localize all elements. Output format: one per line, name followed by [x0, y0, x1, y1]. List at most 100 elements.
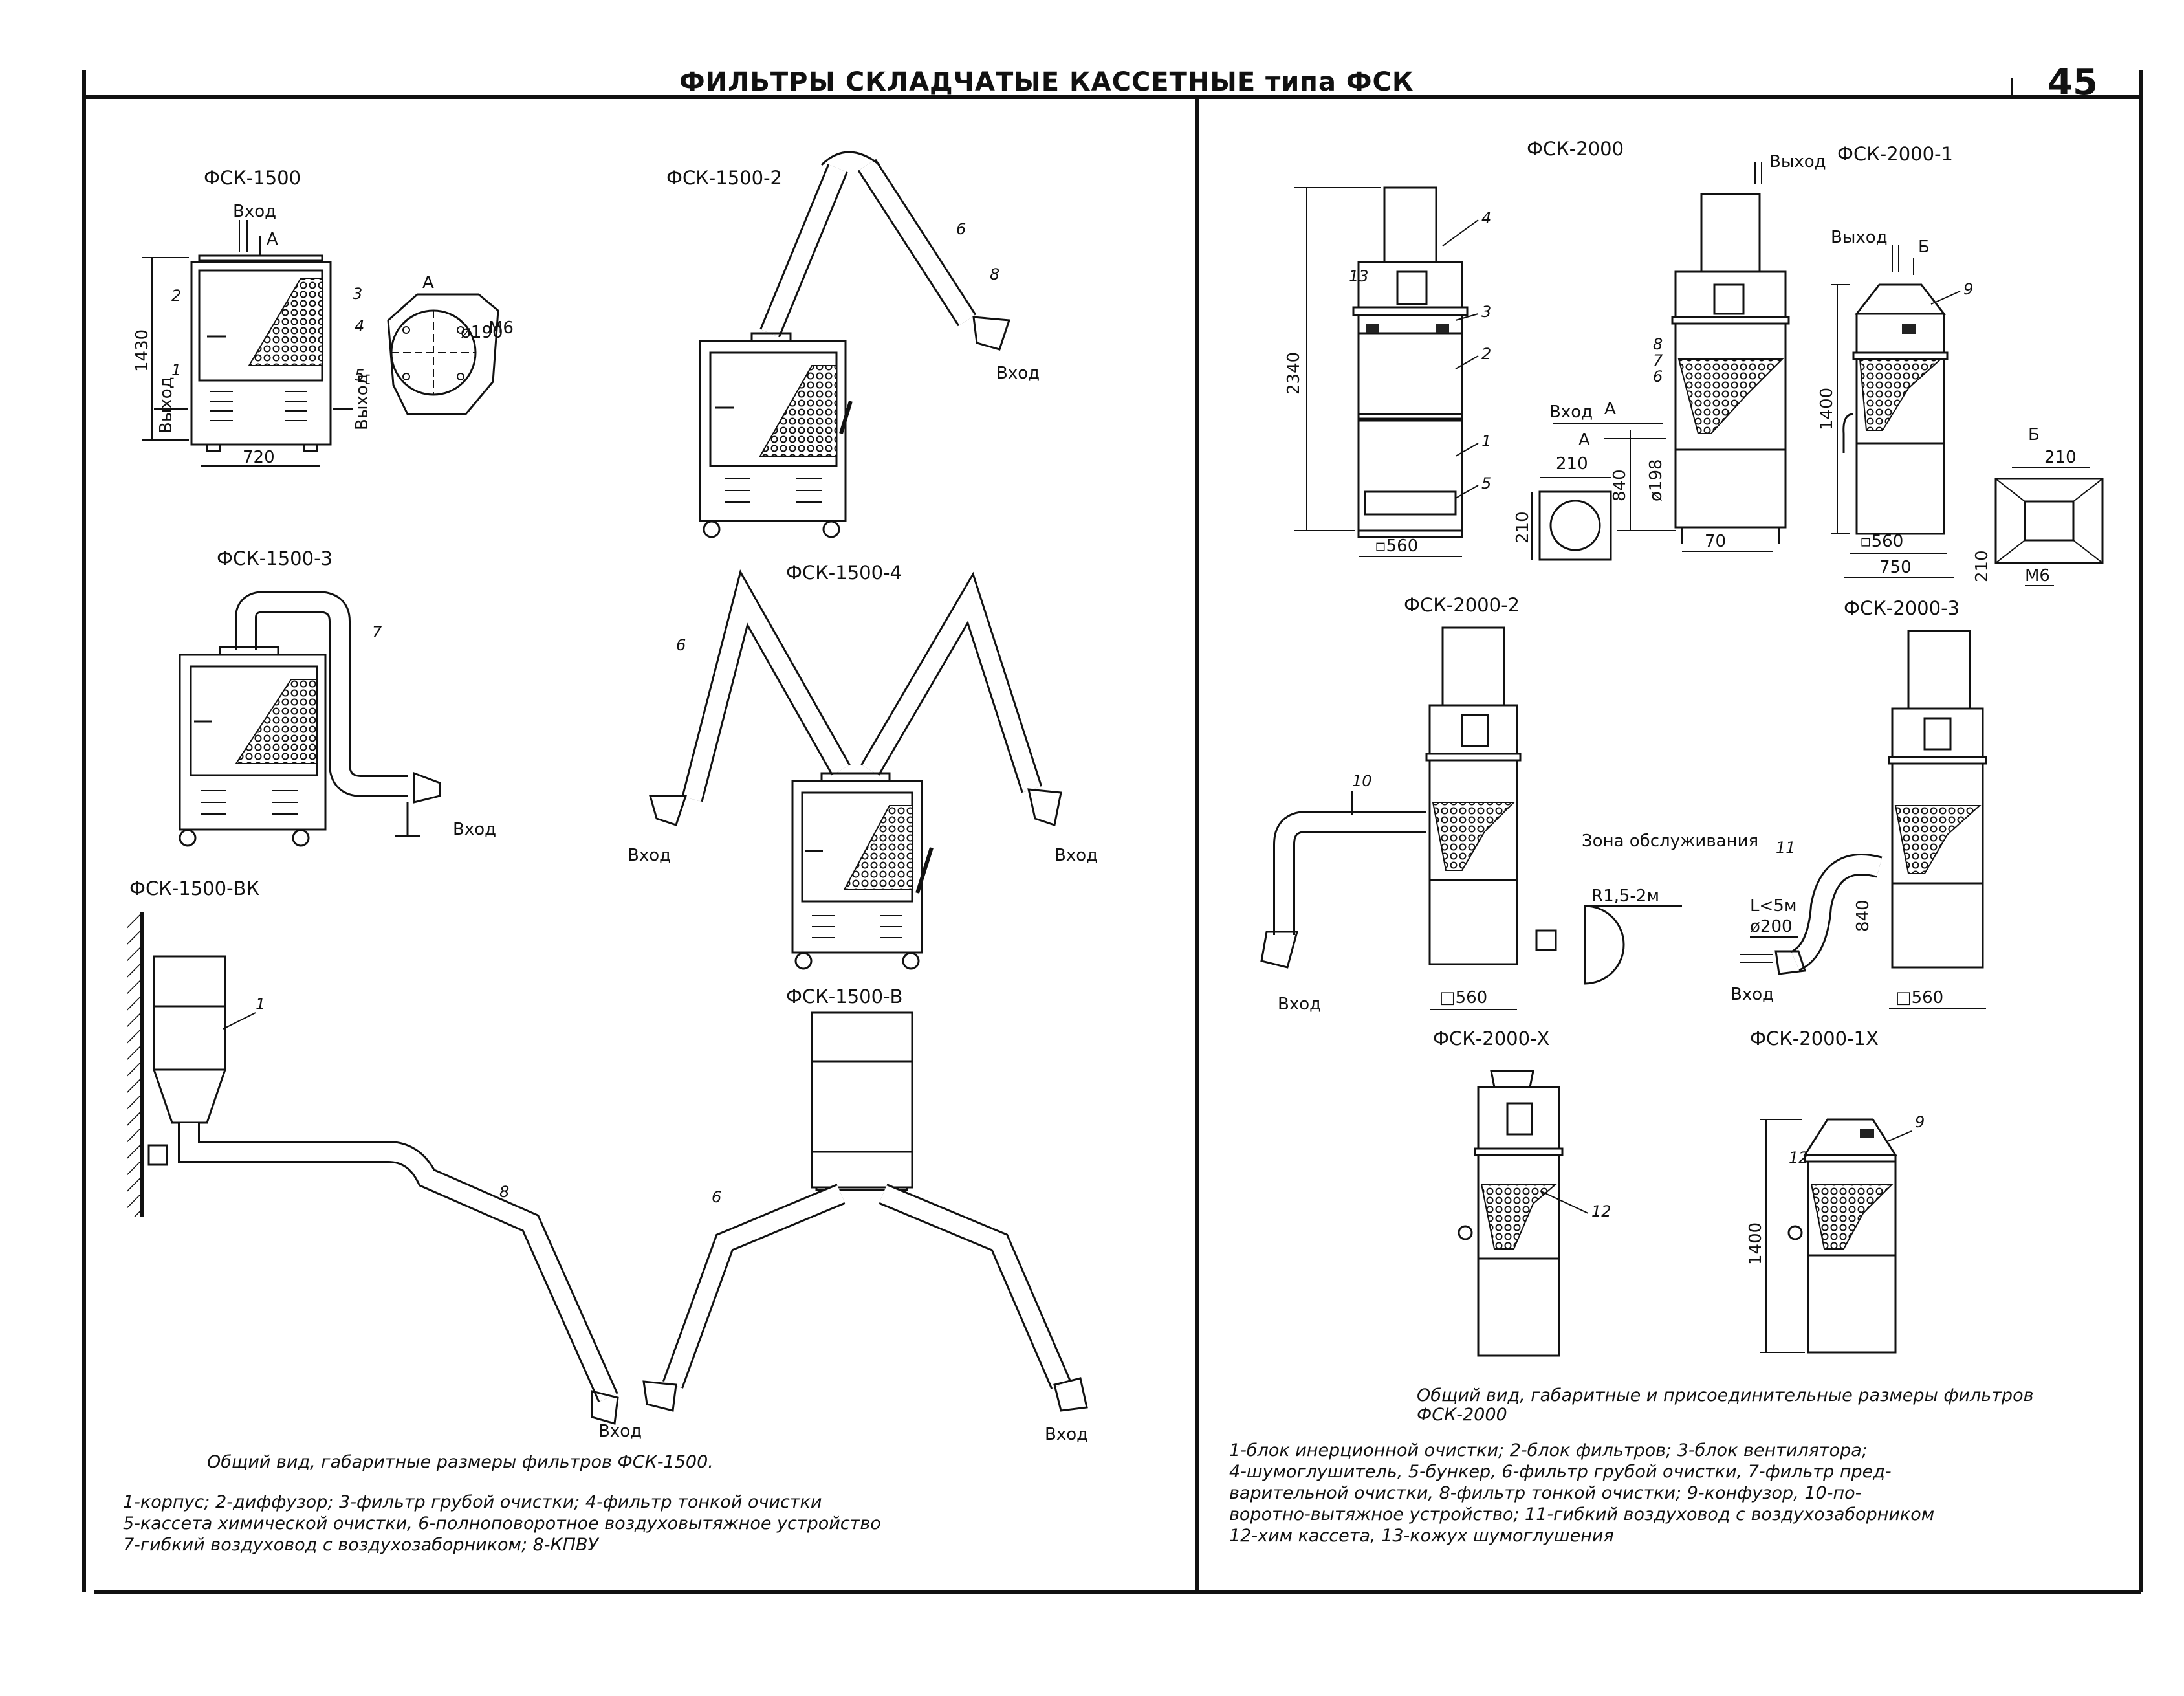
frame	[82, 70, 2143, 1594]
fsk2000-side-num-6: 6	[1653, 368, 1663, 386]
fsk2000-1-base: ▫560	[1860, 532, 1903, 551]
right-legend-2: 4-шумоглушитель, 5-бункер, 6-фильтр груб…	[1229, 1462, 1892, 1482]
fsk1500-4-inlet-left: Вход	[628, 846, 671, 865]
right-legend-3: варительной очистки, 8-фильтр тонкой очи…	[1229, 1483, 1861, 1503]
fsk1500-2-inlet: Вход	[996, 364, 1040, 383]
fsk2000-num-1: 1	[1481, 432, 1491, 450]
fsk2000-1-num-9: 9	[1963, 280, 1973, 298]
fsk1500-2-num-8: 8	[990, 265, 999, 283]
fsk2000-view-a2: А	[1578, 430, 1590, 450]
fsk1500-4-view: ФСК-1500-4 6 Вход Вход	[628, 562, 1098, 970]
right-legend-1: 1-блок инерционной очистки; 2-блок фильт…	[1229, 1440, 1868, 1460]
fsk1500-detail-a: А ø190 M6	[387, 273, 514, 415]
fsk2000-side-view: Выход 8 7 6 Вход А А 840 ø198 70 210 210	[1513, 152, 1826, 561]
fsk1500-3-view: ФСК-1500-3 7 Вход	[179, 547, 496, 847]
fsk1500-inlet-label: Вход	[233, 202, 276, 221]
left-legend-3: 7-гибкий воздуховод с воздухозаборником;…	[123, 1535, 599, 1555]
fsk1500-2-view: ФСК-1500-2 6 8 Вход	[666, 151, 1040, 538]
fsk2000-dim-210a: 210	[1556, 454, 1588, 474]
fsk2000-view-a: А	[1604, 399, 1616, 419]
fsk2000-1-view: ФСК-2000-1 Выход Б 9 1400 ▫560 750	[1817, 143, 1973, 578]
fsk1500-width: 720	[243, 448, 275, 467]
page-number: 45	[2047, 61, 2098, 104]
right-caption-1: Общий вид, габаритные и присоединительны…	[1417, 1385, 2034, 1405]
fsk2000-num-2: 2	[1481, 345, 1491, 363]
fsk2000-1x-height: 1400	[1746, 1222, 1765, 1265]
fsk2000-x-num-12: 12	[1591, 1202, 1611, 1220]
fsk2000-3-view: ФСК-2000-3 11 L<5м ø200 840 Вход □560	[1731, 597, 1987, 1009]
fsk1500-vk-inlet: Вход	[598, 1422, 642, 1441]
fsk2000-2-inlet: Вход	[1278, 995, 1321, 1014]
fsk1500-num-1: 1	[171, 361, 181, 379]
detail-b-width: 210	[2044, 448, 2077, 467]
fsk2000-1-width: 750	[1879, 558, 1912, 577]
fsk2000-1-height: 1400	[1817, 388, 1837, 430]
detail-b-title: Б	[2028, 425, 2040, 445]
fsk2000-1-view-b: Б	[1918, 237, 1930, 257]
fsk1500-3-inlet: Вход	[453, 820, 496, 839]
fsk1500-num-2: 2	[171, 287, 181, 305]
fsk2000-1-detail-b: Б 210 210 M6	[1972, 425, 2104, 586]
fsk1500-view: ФСК-1500 Вход А 1430 720 2 1 3 4 5 Выход…	[133, 167, 372, 467]
fsk1500-num-5: 5	[355, 366, 364, 384]
fsk1500-num-4: 4	[355, 317, 364, 335]
fsk1500-title: ФСК-1500	[204, 167, 301, 189]
fsk2000-3-len: L<5м	[1750, 896, 1796, 916]
fsk2000-view: ФСК-2000 2340 ▫560 13 4 3 2 1 5	[1284, 138, 1624, 557]
fsk2000-num-13: 13	[1349, 267, 1369, 285]
fsk2000-dim-70: 70	[1705, 532, 1726, 551]
sheet-title: ФИЛЬТРЫ СКЛАДЧАТЫЕ КАССЕТНЫЕ типа ФСК	[679, 67, 1414, 97]
fsk1500-v-num-6: 6	[712, 1188, 721, 1206]
left-legend-2: 5-кассета химической очистки, 6-полнопов…	[123, 1514, 881, 1534]
left-legend-1: 1-корпус; 2-диффузор; 3-фильтр грубой оч…	[123, 1492, 822, 1512]
fsk2000-x-title: ФСК-2000-Х	[1433, 1028, 1549, 1050]
fsk2000-num-3: 3	[1481, 303, 1491, 321]
fsk2000-3-num-11: 11	[1776, 839, 1796, 857]
fsk2000-3-inlet: Вход	[1731, 985, 1774, 1004]
detail-b-height: 210	[1972, 550, 1992, 582]
fsk1500-4-title: ФСК-1500-4	[786, 562, 902, 584]
fsk2000-dim-d198: ø198	[1646, 459, 1666, 501]
fsk1500-4-inlet-right: Вход	[1054, 846, 1098, 865]
fsk1500-3-title: ФСК-1500-3	[217, 547, 333, 569]
fsk2000-3-dim-840: 840	[1853, 899, 1873, 932]
fsk1500-vk-num-8: 8	[499, 1183, 509, 1201]
fsk2000-dim-210b: 210	[1513, 511, 1533, 544]
fsk2000-2-radius: R1,5-2м	[1591, 887, 1659, 906]
fsk2000-3-title: ФСК-2000-3	[1844, 597, 1960, 619]
fsk2000-2-num-10: 10	[1352, 772, 1372, 790]
fsk2000-1-title: ФСК-2000-1	[1837, 143, 1953, 165]
right-caption-2: ФСК-2000	[1417, 1405, 1507, 1425]
detail-b-thread: M6	[2025, 566, 2050, 586]
fsk1500-3-num-7: 7	[372, 623, 382, 641]
fsk1500-outlet-right: Выход	[353, 373, 372, 430]
fsk2000-outlet: Выход	[1769, 152, 1826, 171]
fsk2000-num-4: 4	[1481, 209, 1491, 227]
fsk1500-height: 1430	[133, 329, 152, 372]
fsk2000-3-diam: ø200	[1750, 917, 1793, 936]
fsk2000-height: 2340	[1284, 352, 1304, 395]
fsk1500-v-view: ФСК-1500-В 6 Вход	[642, 986, 1088, 1444]
fsk1500-view-a: А	[267, 230, 278, 249]
fsk2000-1-outlet: Выход	[1831, 228, 1888, 247]
fsk2000-side-num-7: 7	[1653, 351, 1663, 369]
fsk2000-x-view: ФСК-2000-Х 12	[1433, 1028, 1611, 1357]
fsk1500-outlet-left: Выход	[157, 377, 176, 434]
fsk1500-vk-title: ФСК-1500-ВК	[129, 877, 259, 899]
fsk2000-1x-title: ФСК-2000-1Х	[1750, 1028, 1879, 1050]
fsk2000-base: ▫560	[1375, 536, 1418, 556]
fsk2000-2-title: ФСК-2000-2	[1404, 594, 1520, 616]
fsk1500-v-inlet: Вход	[1045, 1425, 1088, 1444]
fsk1500-vk-num-1: 1	[256, 995, 265, 1013]
fsk2000-1x-num-12: 12	[1789, 1149, 1809, 1167]
fsk2000-2-view: ФСК-2000-2 10 Вход □560 Зона обслуживани…	[1260, 594, 1758, 1014]
fsk2000-3-base: □560	[1895, 988, 1943, 1008]
fsk1500-4-num-6: 6	[676, 636, 686, 654]
fsk2000-2-base: □560	[1439, 988, 1487, 1008]
fsk1500-v-title: ФСК-1500-В	[786, 986, 902, 1008]
fsk2000-title: ФСК-2000	[1527, 138, 1624, 160]
detail-a-diameter: ø190	[461, 323, 503, 342]
fsk2000-1x-num-9: 9	[1915, 1113, 1925, 1131]
fsk2000-num-5: 5	[1481, 474, 1491, 492]
